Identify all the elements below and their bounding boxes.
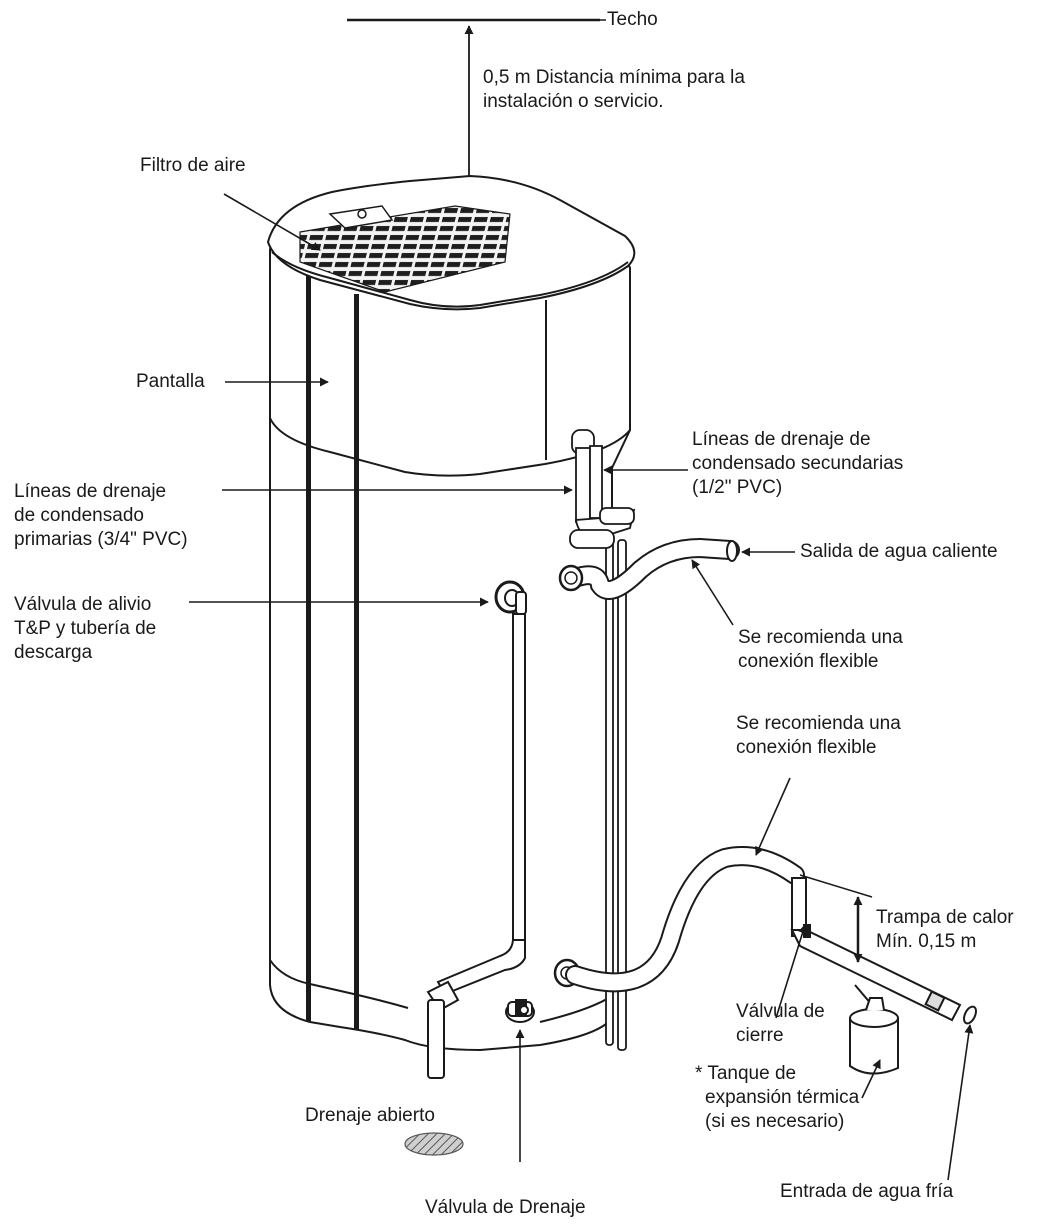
flex-connection-bottom-label: Se recomienda una conexión flexible [736,712,901,760]
open-drain-label: Drenaje abierto [305,1105,435,1126]
cold-inlet-piping [790,877,977,1025]
expansion-tank-line-1: * Tanque de [695,1063,797,1084]
air-filter-grille [299,205,511,293]
shutoff-line-2: cierre [736,1025,784,1046]
relief-valve-line-2: T&P y tubería de [14,618,157,639]
secondary-drain-line-2: condensado secundarias [692,453,904,474]
expansion-tank [849,997,899,1075]
hot-water-flex-hose [558,537,740,600]
cold-water-inlet-label: Entrada de agua fría [780,1181,954,1202]
clearance-line-2: instalación o servicio. [483,91,664,112]
drain-valve [505,999,535,1023]
primary-drain-line-2: de condensado [14,505,144,526]
heat-trap-line-2: Mín. 0,15 m [876,931,977,952]
open-drain-icon [404,1132,464,1156]
hot-water-outlet-label: Salida de agua caliente [800,541,998,562]
display-strip [306,276,359,1029]
shutoff-line-1: Válvula de [736,1001,825,1022]
leader-arrows [189,193,974,1181]
heat-trap-label: Trampa de calor Mín. 0,15 m [876,906,1014,954]
expansion-tank-line-2: expansión térmica [705,1087,860,1108]
clearance-line-1: 0,5 m Distancia mínima para la [483,67,745,88]
relief-valve-label: Válvula de alivio T&P y tubería de desca… [14,593,156,665]
secondary-drain-label: Líneas de drenaje de condensado secundar… [692,428,903,500]
relief-valve-line-3: descarga [14,642,93,663]
secondary-drain-line-1: Líneas de drenaje de [692,429,871,450]
secondary-drain-line-3: (1/2" PVC) [692,477,783,498]
primary-drain-pipes [569,529,627,1051]
primary-drain-line-1: Líneas de drenaje [14,481,167,502]
drain-valve-label: Válvula de Drenaje [425,1197,586,1218]
display-label: Pantalla [136,371,205,392]
flex-bottom-line-2: conexión flexible [736,737,877,758]
expansion-tank-line-3: (si es necesario) [705,1111,845,1132]
flex-bottom-line-1: Se recomienda una [736,713,901,734]
flex-top-line-2: conexión flexible [738,651,879,672]
heat-trap-line-1: Trampa de calor [876,907,1014,928]
flex-top-line-1: Se recomienda una [738,627,903,648]
air-filter-label: Filtro de aire [140,155,246,176]
clearance-label: 0,5 m Distancia mínima para la instalaci… [483,66,745,114]
cold-water-flex-hose [553,846,805,993]
heater-body [266,174,636,1052]
primary-drain-label: Líneas de drenaje de condensado primaria… [14,480,188,552]
ceiling-label: Techo [607,9,658,30]
expansion-tank-label: * Tanque de expansión térmica (si es nec… [695,1062,859,1134]
shutoff-valve-label: Válvula de cierre [736,1000,825,1048]
relief-valve-line-1: Válvula de alivio [14,594,152,615]
flex-connection-top-label: Se recomienda una conexión flexible [738,626,903,674]
primary-drain-line-3: primarias (3/4" PVC) [14,529,188,550]
tp-relief-valve [426,580,527,1079]
